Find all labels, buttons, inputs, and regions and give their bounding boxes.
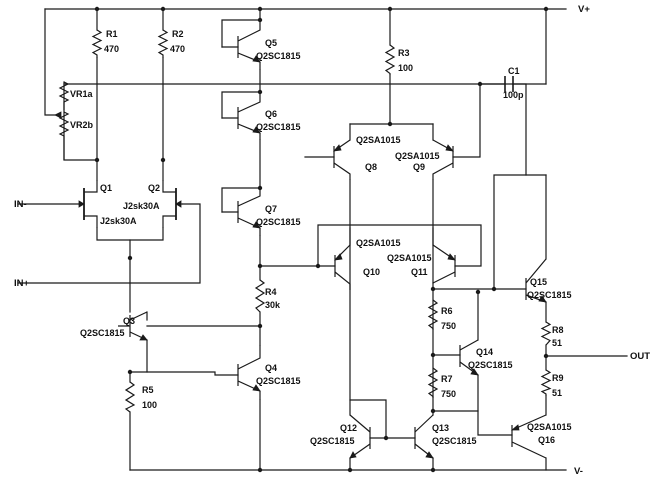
junction-dots [94,6,549,473]
trimmer-wiper-arrow [54,111,62,119]
q5-symbol [237,20,261,70]
r6-symbol [427,299,439,330]
q12-symbol [349,414,371,459]
q2-symbol [162,180,183,228]
vr2b-symbol [58,111,70,160]
q16-symbol [510,414,547,459]
q15-name: Q15 [530,277,547,287]
q10-part: Q2SA1015 [356,238,401,248]
r6-name: R6 [441,306,453,316]
q5-name: Q5 [265,38,277,48]
resistor-symbols [54,29,552,413]
q14-name: Q14 [476,347,493,357]
q5-part: Q2SC1815 [256,51,301,61]
q9-part: Q2SA1015 [395,151,440,161]
q7-symbol [237,188,261,236]
vr2b-label: VR2b [70,120,94,130]
r1-value: 470 [104,44,119,54]
r8-symbol [540,321,552,346]
q9-name: Q9 [413,162,425,172]
r9-name: R9 [552,373,564,383]
q6-part: Q2SC1815 [256,122,301,132]
q16-name: Q16 [538,435,555,445]
in-plus-label: IN+ [14,278,30,289]
r3-value: 100 [398,63,413,73]
q13-name: Q13 [432,423,449,433]
vplus-label: V+ [578,4,590,15]
q3-part: Q2SC1815 [80,328,125,338]
q14-symbol [459,339,479,376]
q16-part: Q2SA1015 [527,422,572,432]
q2-name: Q2 [148,183,160,193]
q1-symbol [78,180,98,228]
q3-symbol [118,311,148,341]
r4-symbol [254,279,266,313]
q7-part: Q2SC1815 [256,217,301,227]
component-labels: R1 470 R2 470 R3 100 R4 30k R5 100 R6 75… [70,29,572,446]
q4-symbol [237,345,261,400]
q11-symbol [432,244,456,284]
r2-value: 470 [170,44,185,54]
r7-symbol [427,367,439,398]
q14-part: Q2SC1815 [468,360,513,370]
r7-value: 750 [441,389,456,399]
q12-part: Q2SC1815 [310,436,355,446]
c1-name: C1 [508,66,520,76]
q13-symbol [414,414,434,459]
r7-name: R7 [441,374,453,384]
r1-name: R1 [106,29,118,39]
vr1a-symbol [58,81,70,110]
r3-symbol [384,44,396,75]
q11-name: Q11 [411,267,428,277]
r1-symbol [91,29,103,58]
net-labels: V+ V- IN- IN+ OUT [14,4,650,477]
transistor-symbols [78,20,547,459]
q9-symbol [432,139,454,180]
r5-value: 100 [142,400,157,410]
q12-name: Q12 [340,423,357,433]
c1-symbol [504,76,514,92]
q8-symbol [333,139,351,180]
r8-value: 51 [552,338,562,348]
q13-part: Q2SC1815 [432,436,477,446]
r4-value: 30k [265,300,281,310]
r4-name: R4 [265,287,277,297]
q15-symbol [525,258,547,303]
q6-symbol [237,92,261,140]
c1-value: 100p [503,90,524,100]
out-label: OUT [630,351,650,362]
q4-name: Q4 [265,363,277,373]
vminus-label: V- [574,466,583,477]
q15-part: Q2SC1815 [527,290,572,300]
q3-name: Q3 [123,316,135,326]
q6-name: Q6 [265,109,277,119]
in-minus-label: IN- [14,199,27,210]
q1-name: Q1 [100,183,112,193]
q11-part: Q2SA1015 [387,253,432,263]
q1-part: J2sk30A [100,216,137,226]
r9-symbol [540,369,552,396]
vr1a-label: VR1a [70,89,94,99]
r3-name: R3 [398,48,410,58]
r5-name: R5 [142,385,154,395]
r8-name: R8 [552,325,564,335]
q8-part: Q2SA1015 [356,135,401,145]
q7-name: Q7 [265,204,277,214]
q4-part: Q2SC1815 [256,376,301,386]
q8-name: Q8 [365,162,377,172]
r9-value: 51 [552,388,562,398]
q10-name: Q10 [363,267,380,277]
q10-symbol [334,244,351,290]
q2-part: J2sk30A [123,201,160,211]
r6-value: 750 [441,321,456,331]
r2-name: R2 [172,29,184,39]
wires [17,8,628,471]
r5-symbol [124,381,136,413]
r2-symbol [157,29,169,58]
